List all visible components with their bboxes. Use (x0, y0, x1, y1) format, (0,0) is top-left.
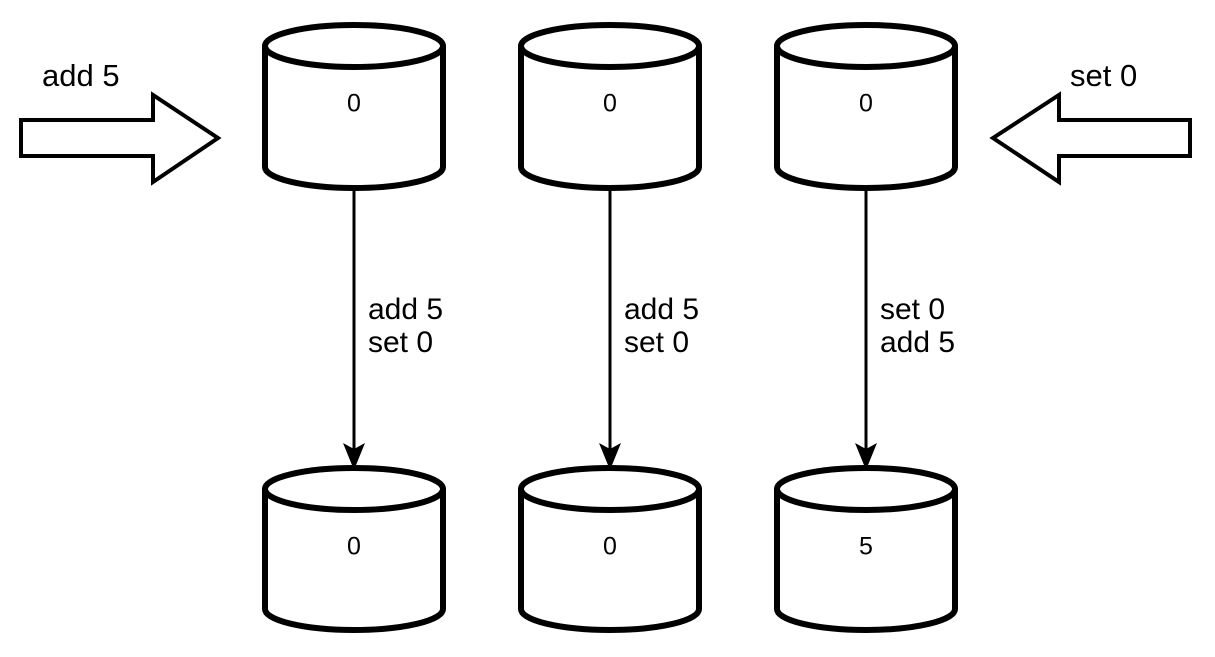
cylinder-top-ellipse (518, 465, 702, 513)
connector-3 (855, 190, 877, 470)
cylinder-top-2[interactable] (518, 22, 702, 191)
cylinder-top-2-value: 0 (603, 90, 617, 118)
cylinder-body (774, 486, 958, 633)
replica-column-1: 0 add 5 set 0 0 (262, 22, 446, 633)
block-arrow-right-pointing (19, 91, 222, 186)
connector-2 (599, 190, 621, 470)
cylinder-top-1[interactable] (262, 22, 446, 191)
operation-label-line-1: set 0 (880, 293, 945, 326)
replica-column-2: 0 add 5 set 0 0 (518, 22, 702, 633)
cylinder-bottom-1[interactable] (262, 465, 446, 633)
cylinder-bottom-3-value: 5 (859, 533, 873, 561)
cylinder-top-ellipse (774, 465, 958, 513)
client-arrow-left[interactable] (19, 91, 222, 186)
client-arrow-left-label: add 5 (42, 58, 120, 93)
connector-1 (343, 190, 365, 470)
cylinder-top-ellipse (262, 465, 446, 513)
operation-label-line-2: set 0 (368, 326, 433, 359)
cylinder-body (518, 43, 702, 191)
client-arrow-right-label: set 0 (1070, 58, 1137, 93)
block-arrow-left-pointing (989, 91, 1192, 186)
cylinder-top-ellipse (518, 22, 702, 70)
cylinder-bottom-2[interactable] (518, 465, 702, 633)
operation-label-line-1: add 5 (624, 293, 699, 326)
cylinder-top-ellipse (262, 22, 446, 70)
cylinder-bottom-1-value: 0 (347, 533, 361, 561)
cylinder-bottom-2-value: 0 (603, 533, 617, 561)
cylinder-body (518, 486, 702, 633)
connector-arrowhead (343, 443, 365, 470)
cylinder-top-1-value: 0 (347, 90, 361, 118)
connector-arrowhead (855, 443, 877, 470)
cylinder-bottom-3[interactable] (774, 465, 958, 633)
operation-label-line-2: set 0 (624, 326, 689, 359)
connector-arrowhead (599, 443, 621, 470)
cylinder-body (774, 43, 958, 191)
operation-label-line-2: add 5 (880, 326, 955, 359)
cylinder-top-ellipse (774, 22, 958, 70)
client-arrow-right[interactable] (989, 91, 1192, 186)
replica-column-3: 0 set 0 add 5 5 (774, 22, 958, 633)
cylinder-top-3[interactable] (774, 22, 958, 191)
cylinder-top-3-value: 0 (859, 90, 873, 118)
cylinder-body (262, 486, 446, 633)
cylinder-body (262, 43, 446, 191)
operation-label-line-1: add 5 (368, 293, 443, 326)
